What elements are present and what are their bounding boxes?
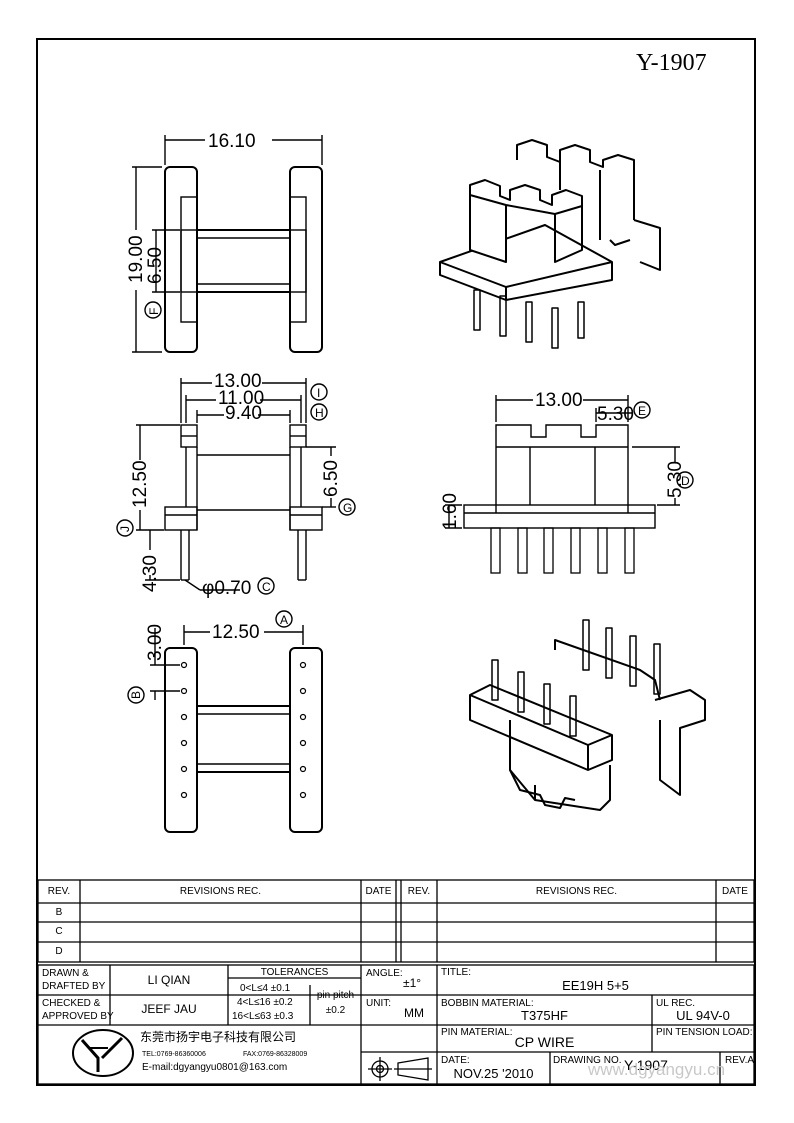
dim-side-height: 5.30 (665, 461, 686, 498)
dim-bottom-width: 12.50 (212, 622, 260, 643)
company-name: 东莞市扬宇电子科技有限公司 (140, 1030, 297, 1044)
watermark: www.dgyangyu.cn (588, 1060, 726, 1079)
marker-j: J (118, 526, 132, 532)
pin-material-value: CP WIRE (514, 1034, 575, 1050)
dim-front-inner: 6.50 (321, 460, 342, 497)
drawing-no-label: DRAWING NO. (553, 1055, 622, 1066)
dim-front-w2: 11.00 (218, 388, 264, 409)
dim-pin-length: 4.30 (140, 555, 161, 592)
dim-front-h: 12.50 (130, 460, 151, 508)
unit-value: MM (404, 1006, 424, 1020)
marker-i: I (317, 386, 320, 400)
front-view: 13.00 11.00 9.40 12.50 6.50 4.30 φ0.70 I… (116, 371, 356, 599)
rev-col-right: REV. (407, 886, 431, 897)
revision-table (37, 879, 755, 963)
marker-b: B (129, 691, 143, 699)
dim-side-width: 13.00 (535, 390, 583, 411)
pin-material-label: PIN MATERIAL: (441, 1027, 513, 1038)
title-value: EE19H 5+5 (562, 978, 629, 993)
rev-row-c: C (55, 926, 63, 937)
dim-top-inner: 6.50 (145, 247, 166, 284)
tolerances-label: TOLERANCES (260, 967, 329, 978)
bottom-view: 12.50 3.00 A B (127, 610, 323, 833)
drawn-label-1: DRAWN & (42, 968, 89, 979)
bobbin-value: T375HF (521, 1008, 568, 1023)
dim-front-w3: 9.40 (225, 403, 262, 424)
date-value: NOV.25 '2010 (453, 1066, 534, 1081)
dim-side-base: 1.60 (440, 493, 461, 530)
rev-date-col-left: DATE (365, 886, 392, 897)
dim-top-width: 16.10 (208, 131, 256, 152)
pin-pitch-value: ±0.2 (325, 1005, 346, 1016)
rev-row-b: B (55, 907, 63, 918)
rev-rec-col-right: REVISIONS REC. (535, 886, 618, 897)
ul-value: UL 94V-0 (676, 1008, 730, 1023)
checked-name: JEEF JAU (141, 1002, 197, 1016)
angle-label: ANGLE: (366, 968, 403, 979)
top-view: 16.10 19.00 6.50 F (126, 131, 323, 353)
dim-bottom-pitch: 3.00 (145, 624, 166, 661)
angle-value: ±1° (403, 976, 422, 990)
drawing-no-value: Y-1907 (624, 1057, 668, 1073)
checked-label-2: APPROVED BY (42, 1011, 114, 1022)
dim-top-height: 19.00 (126, 235, 147, 283)
marker-a: A (280, 613, 288, 627)
rev-col-left: REV. (47, 886, 71, 897)
rev-rec-col-left: REVISIONS REC. (179, 886, 262, 897)
isometric-view-top (439, 139, 661, 349)
rev-row-d: D (55, 946, 63, 957)
pin-tension-label: PIN TENSION LOAD: (656, 1027, 753, 1038)
marker-c: C (262, 580, 271, 594)
company-tel: TEL:0769-86360006 (142, 1051, 206, 1058)
title-block (37, 964, 755, 1085)
isometric-view-bottom (469, 619, 706, 811)
checked-label-1: CHECKED & (42, 998, 101, 1009)
drawing-number-header: Y-1907 (636, 50, 707, 76)
rev-date-col-right: DATE (722, 886, 748, 897)
tolerance-3: 16<L≤63 ±0.3 (232, 1011, 294, 1022)
marker-e: E (638, 404, 646, 418)
company-email: E-mail:dgyangyu0801@163.com (142, 1062, 288, 1073)
marker-d: D (681, 474, 690, 488)
date-label: DATE: (441, 1055, 470, 1066)
bobbin-label: BOBBIN MATERIAL: (441, 998, 534, 1009)
side-view: 13.00 5.30 5.30 1.60 E D (440, 390, 694, 574)
drawing-frame (36, 38, 756, 1086)
dim-pin-diameter: φ0.70 (202, 578, 251, 599)
tolerance-1: 0<L≤4 ±0.1 (240, 983, 291, 994)
company-fax: FAX:0769-86328009 (243, 1051, 308, 1058)
marker-h: H (315, 406, 324, 420)
ul-label: UL REC. (656, 998, 696, 1009)
marker-g: G (343, 501, 352, 515)
marker-f: F (147, 308, 161, 315)
rev-a-label: REV.A (725, 1055, 755, 1066)
title-label: TITLE: (441, 967, 472, 978)
drawn-label-2: DRAFTED BY (42, 981, 106, 992)
unit-label: UNIT: (366, 998, 391, 1009)
tolerance-2: 4<L≤16 ±0.2 (237, 997, 293, 1008)
dim-side-notch: 5.30 (597, 404, 634, 425)
dim-front-w1: 13.00 (214, 371, 262, 392)
pin-pitch-label: pin pitch (316, 990, 355, 1001)
drawn-name: LI QIAN (147, 973, 191, 987)
